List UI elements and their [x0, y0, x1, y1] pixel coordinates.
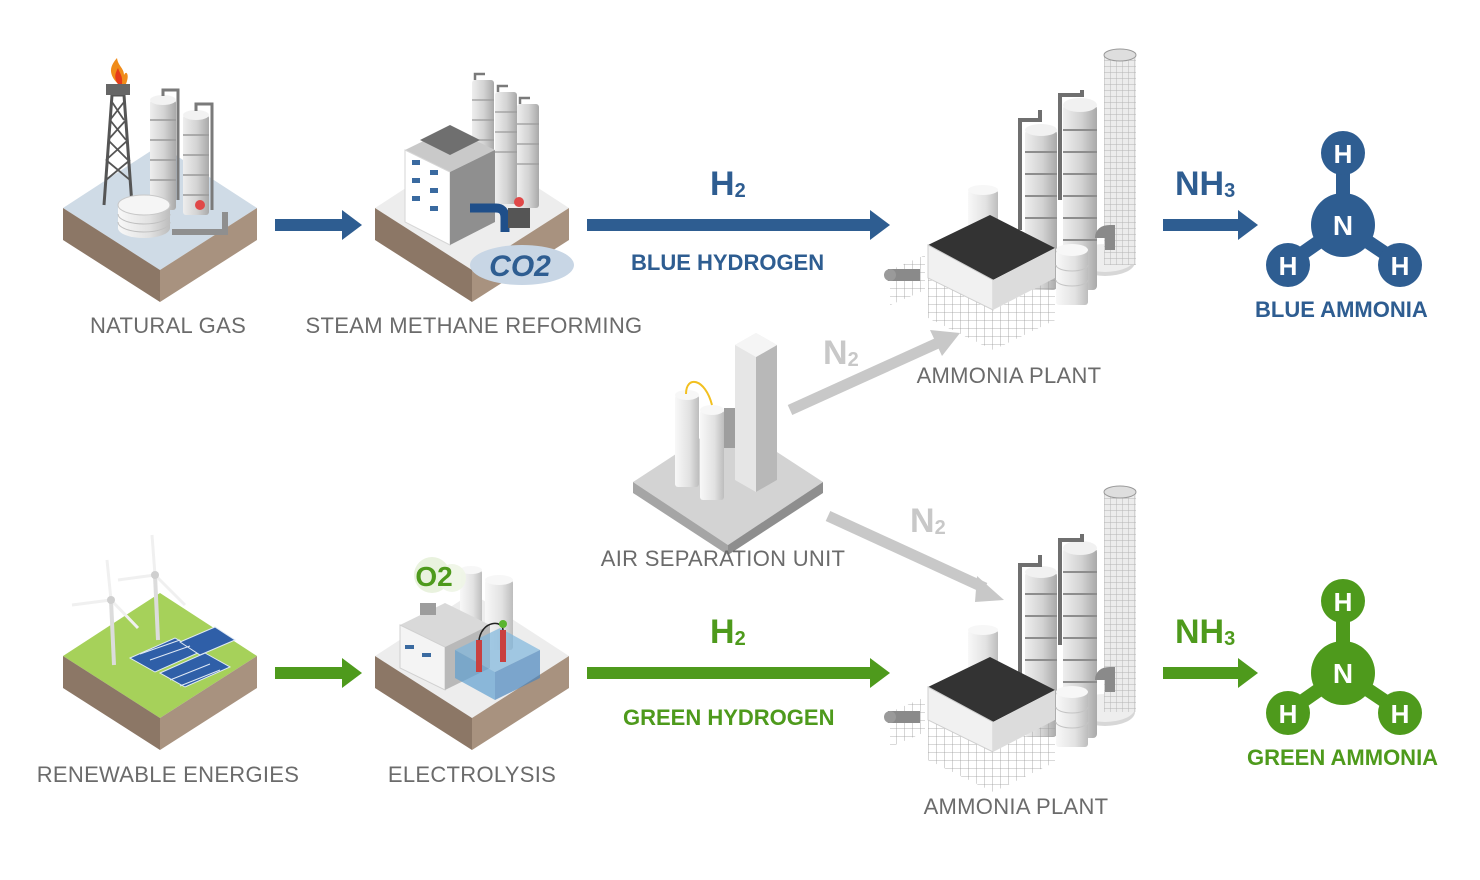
- atom-h-label: H: [1391, 699, 1410, 729]
- arrow-smr-to-ammonia-plant: [587, 210, 890, 240]
- electrolysis-tank-icon: [455, 620, 540, 700]
- ammonia-plant-bottom-label: AMMONIA PLANT: [923, 794, 1109, 819]
- n2-bottom-formula: N2: [910, 502, 946, 540]
- air-separation-unit-icon: [633, 333, 823, 555]
- solar-panel-icon: [128, 626, 237, 688]
- green-ammonia-molecule: N H H H: [1266, 579, 1422, 735]
- atom-h-label: H: [1391, 251, 1410, 281]
- atom-h-label: H: [1279, 251, 1298, 281]
- green-h2-formula: H2: [710, 613, 746, 651]
- wind-turbine-icon: [71, 534, 187, 666]
- arrow-n2-to-bottom-plant: [825, 511, 1004, 602]
- natural-gas-icon: [63, 58, 257, 302]
- blue-nh3-formula: NH3: [1175, 165, 1236, 203]
- arrow-renewables-to-electrolysis: [275, 658, 362, 688]
- renewables-icon: [63, 534, 257, 750]
- atom-n-label: N: [1333, 210, 1353, 241]
- roof-icon: [928, 215, 1055, 280]
- valve-icon: [195, 200, 205, 210]
- electrolysis-icon: O2: [375, 557, 569, 750]
- atom-h-label: H: [1279, 699, 1298, 729]
- green-ammonia-label: GREEN AMMONIA: [1247, 745, 1439, 770]
- renewable-energies-label: RENEWABLE ENERGIES: [36, 762, 300, 787]
- arrow-electrolysis-to-ammonia-plant: [587, 658, 890, 688]
- smr-plant-icon: CO2: [375, 72, 574, 302]
- n2-top-formula: N2: [823, 334, 859, 372]
- blue-ammonia-label: BLUE AMMONIA: [1255, 297, 1428, 322]
- roof-icon: [928, 657, 1055, 722]
- arrow-n2-to-top-plant: [787, 330, 960, 416]
- electrolysis-label: ELECTROLYSIS: [387, 762, 557, 787]
- atom-n-label: N: [1333, 658, 1353, 689]
- arrow-natural-gas-to-smr: [275, 210, 362, 240]
- atom-h-label: H: [1334, 587, 1353, 617]
- blue-h2-formula: H2: [710, 165, 746, 203]
- flare-tower-icon: [102, 58, 134, 206]
- wire-icon: [685, 380, 713, 406]
- o2-text: O2: [415, 561, 452, 592]
- green-hydrogen-label: GREEN HYDROGEN: [623, 705, 835, 730]
- ammonia-plant-bottom-icon: [884, 485, 1137, 792]
- smr-label: STEAM METHANE REFORMING: [305, 313, 643, 338]
- blue-hydrogen-label: BLUE HYDROGEN: [631, 250, 825, 275]
- green-nh3-formula: NH3: [1175, 613, 1236, 651]
- air-separation-unit-label: AIR SEPARATION UNIT: [600, 546, 846, 571]
- pipe-icon: [470, 203, 510, 232]
- arrow-plant-to-blue-ammonia: [1163, 210, 1258, 240]
- o2-badge: O2: [414, 557, 466, 593]
- atom-h-label: H: [1334, 139, 1353, 169]
- natural-gas-label: NATURAL GAS: [89, 313, 247, 338]
- blue-ammonia-molecule: N H H H: [1266, 131, 1422, 287]
- co2-badge: CO2: [470, 245, 574, 285]
- distillation-column-icon: [150, 88, 214, 215]
- ammonia-plant-top-icon: [884, 48, 1137, 350]
- co2-text: CO2: [489, 250, 551, 283]
- ammonia-plant-top-label: AMMONIA PLANT: [916, 363, 1102, 388]
- reformer-building-icon: [404, 125, 495, 246]
- arrow-plant-to-green-ammonia: [1163, 658, 1258, 688]
- storage-tank-icon: [117, 194, 171, 238]
